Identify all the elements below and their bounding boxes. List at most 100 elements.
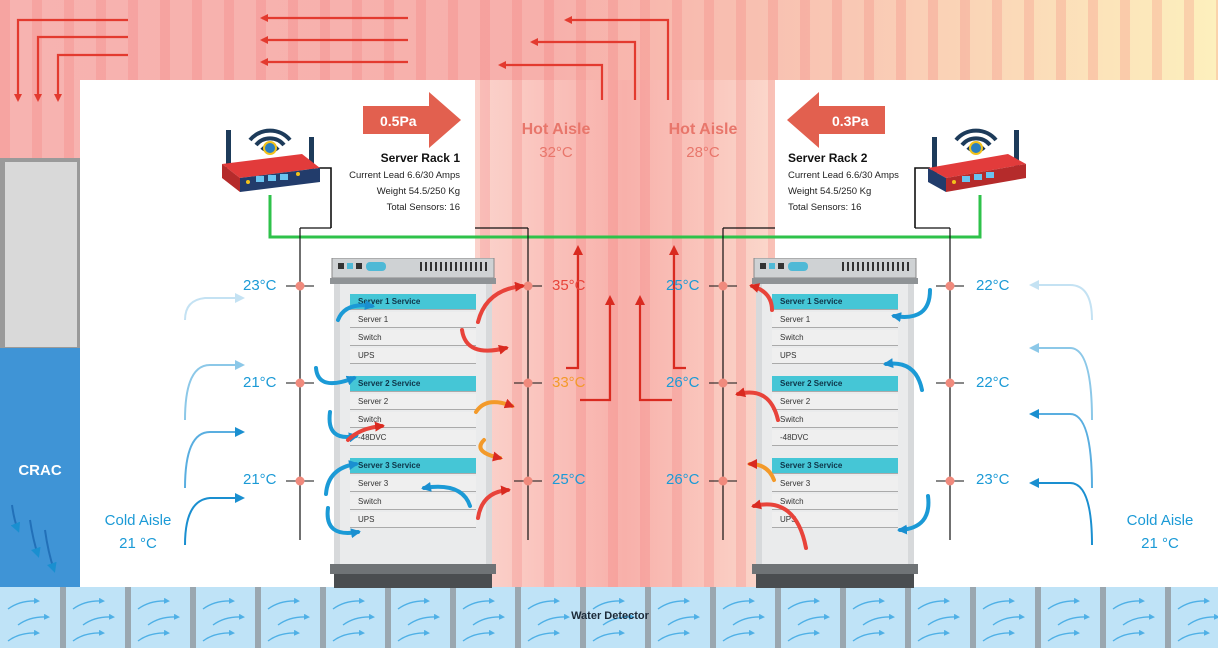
temperature-sensor-dot[interactable] xyxy=(945,378,955,388)
floor-post xyxy=(125,587,131,648)
floor-airflow-arrow xyxy=(72,629,105,642)
floor-airflow-arrow xyxy=(852,629,885,642)
server-row[interactable]: -48DVC xyxy=(772,430,898,446)
server-row[interactable]: Switch xyxy=(350,494,476,510)
floor-airflow-arrow xyxy=(1177,597,1210,610)
floor-airflow-arrow xyxy=(797,613,830,626)
server-row[interactable]: Server 1 xyxy=(350,312,476,328)
server-row[interactable]: UPS xyxy=(350,348,476,364)
temperature-sensor-dot[interactable] xyxy=(523,476,533,486)
floor-post xyxy=(1100,587,1106,648)
wifi-router-icon[interactable] xyxy=(216,112,326,202)
floor-post xyxy=(385,587,391,648)
floor-airflow-arrow xyxy=(1047,629,1080,642)
crac-unit-label: CRAC xyxy=(18,462,62,479)
server-row[interactable]: UPS xyxy=(350,512,476,528)
floor-airflow-arrow xyxy=(722,597,755,610)
service-row[interactable]: Server 2 Service xyxy=(350,376,476,392)
service-row[interactable]: Server 1 Service xyxy=(772,294,898,310)
temperature-sensor-dot[interactable] xyxy=(523,378,533,388)
server-row[interactable]: Switch xyxy=(772,412,898,428)
temperature-sensor-dot[interactable] xyxy=(295,378,305,388)
temperature-sensor-dot[interactable] xyxy=(718,476,728,486)
temperature-sensor-dot[interactable] xyxy=(945,476,955,486)
server-row[interactable]: Switch xyxy=(772,330,898,346)
cold-aisle-right-temp: 21 °C xyxy=(1141,535,1179,552)
server-row[interactable]: Switch xyxy=(350,330,476,346)
hot-aisle-left-label: Hot Aisle xyxy=(521,121,591,138)
floor-airflow-arrow xyxy=(472,613,505,626)
floor-post xyxy=(1165,587,1171,648)
rack1-current-load: Current Lead 6.6/30 Amps xyxy=(349,170,460,181)
server-row[interactable]: UPS xyxy=(772,512,898,528)
hot-aisle-right-label: Hot Aisle xyxy=(668,121,738,138)
water-detector-label: Water Detector xyxy=(571,610,649,622)
server-row[interactable]: Switch xyxy=(772,494,898,510)
server-row[interactable]: Server 2 xyxy=(772,394,898,410)
floor-airflow-arrow xyxy=(397,597,430,610)
floor-airflow-arrow xyxy=(602,613,635,626)
rack2-outlet-temp-top: 25°C xyxy=(666,277,700,294)
rack2-weight: Weight 54.5/250 Kg xyxy=(788,186,872,197)
pressure-arrow-icon xyxy=(363,92,461,148)
floor-airflow-arrow xyxy=(1177,629,1210,642)
floor-airflow-arrow xyxy=(927,613,960,626)
floor-airflow-arrow xyxy=(1112,597,1145,610)
temperature-sensor-dot[interactable] xyxy=(523,281,533,291)
server-row[interactable]: Server 3 xyxy=(772,476,898,492)
floor-airflow-arrow xyxy=(342,613,375,626)
floor-airflow-arrow xyxy=(82,613,115,626)
server-row[interactable]: -48DVC xyxy=(350,430,476,446)
floor-post xyxy=(515,587,521,648)
temperature-sensor-dot[interactable] xyxy=(718,281,728,291)
floor-airflow-arrow xyxy=(852,597,885,610)
floor-airflow-arrow xyxy=(787,629,820,642)
service-row[interactable]: Server 1 Service xyxy=(350,294,476,310)
service-row[interactable]: Server 3 Service xyxy=(350,458,476,474)
floor-airflow-arrow xyxy=(722,629,755,642)
server-row[interactable]: Server 1 xyxy=(772,312,898,328)
server-row[interactable]: Server 2 xyxy=(350,394,476,410)
rack1-inlet-temp-top: 23°C xyxy=(243,277,277,294)
floor-airflow-arrow xyxy=(202,597,235,610)
floor-airflow-arrow xyxy=(462,629,495,642)
floor-airflow-arrow xyxy=(982,597,1015,610)
floor-post xyxy=(840,587,846,648)
floor-airflow-arrow xyxy=(917,629,950,642)
cold-aisle-left-label: Cold Aisle xyxy=(104,512,172,529)
floor-airflow-arrow xyxy=(7,597,40,610)
server-row[interactable]: Switch xyxy=(350,412,476,428)
floor-airflow-arrow xyxy=(1057,613,1090,626)
floor-airflow-arrow xyxy=(267,597,300,610)
floor-airflow-arrow xyxy=(1047,597,1080,610)
rack1-title: Server Rack 1 xyxy=(380,151,460,165)
rack1-pressure: 0.5Pa xyxy=(380,113,417,129)
temperature-sensor-dot[interactable] xyxy=(295,476,305,486)
floor-airflow-arrow xyxy=(1187,613,1218,626)
rack2-pressure: 0.3Pa xyxy=(832,113,869,129)
rack1-inlet-temp-bottom: 21°C xyxy=(243,471,277,488)
floor-airflow-arrow xyxy=(137,597,170,610)
service-row[interactable]: Server 3 Service xyxy=(772,458,898,474)
temperature-sensor-dot[interactable] xyxy=(945,281,955,291)
rack1-inlet-temp-mid: 21°C xyxy=(243,374,277,391)
rack2-outlet-temp-bottom: 26°C xyxy=(666,471,700,488)
floor-post xyxy=(710,587,716,648)
service-row[interactable]: Server 2 Service xyxy=(772,376,898,392)
temperature-sensor-dot[interactable] xyxy=(718,378,728,388)
temperature-sensor-dot[interactable] xyxy=(295,281,305,291)
floor-airflow-arrow xyxy=(202,629,235,642)
floor-post xyxy=(1035,587,1041,648)
rack2-inlet-temp-mid: 22°C xyxy=(976,374,1010,391)
floor-airflow-arrow xyxy=(1122,613,1155,626)
rack2-outlet-temp-mid: 26°C xyxy=(666,374,700,391)
floor-airflow-arrow xyxy=(137,629,170,642)
hot-aisle-left-temp: 32°C xyxy=(539,144,573,161)
server-row[interactable]: UPS xyxy=(772,348,898,364)
rack2-current-load: Current Lead 6.6/30 Amps xyxy=(788,170,899,181)
server-row[interactable]: Server 3 xyxy=(350,476,476,492)
floor-post xyxy=(450,587,456,648)
wifi-router-icon[interactable] xyxy=(922,112,1032,202)
